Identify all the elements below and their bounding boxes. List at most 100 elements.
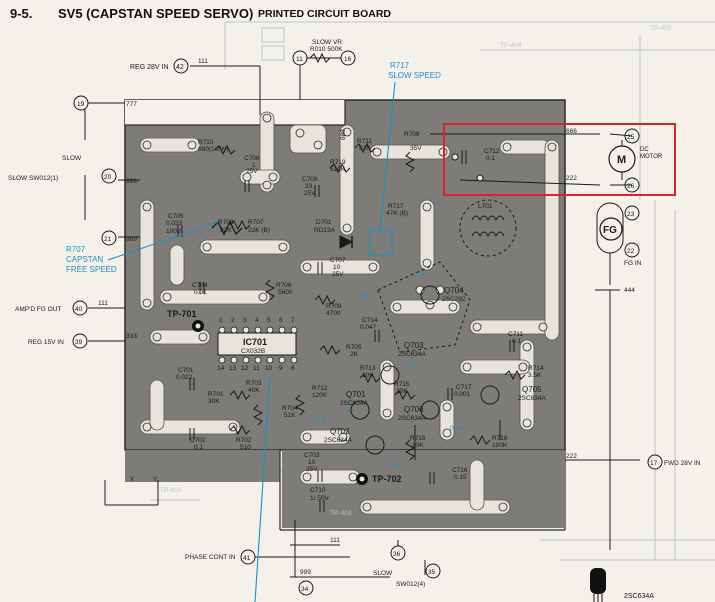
label-ic701b: CX032B <box>241 348 265 355</box>
label-v15: 15 <box>360 293 368 300</box>
label-w444: 444 <box>624 287 635 294</box>
label-q703b: 2SC634A <box>398 351 426 358</box>
label-q702b: 2SC634A <box>324 437 352 444</box>
label-c714a: C714 <box>362 317 378 324</box>
label-n20: 20 <box>104 174 112 181</box>
label-c712b: 0.1 <box>486 155 495 162</box>
label-d701b: RD13A <box>314 227 336 234</box>
label-c705a: C705 <box>168 213 184 220</box>
label-q705b: 2SC634A <box>518 395 546 402</box>
label-r709a: R709 <box>326 303 342 310</box>
label-motor-m: M <box>617 154 626 166</box>
page-subtitle: PRINTED CIRCUIT BOARD <box>258 8 391 20</box>
label-r711a: R711 <box>357 138 372 145</box>
dc-motor-symbol <box>608 133 636 186</box>
label-n39: 39 <box>75 339 83 346</box>
ic701-chip <box>217 326 298 364</box>
label-tp701: TP-701 <box>167 309 197 319</box>
label-r701b: 30K <box>208 398 220 405</box>
label-n42: 42 <box>176 64 184 71</box>
label-w888a: 888 <box>126 178 137 185</box>
fg-sensor-symbol <box>596 202 624 254</box>
label-r716b: 100K <box>492 442 508 449</box>
label-r712a: R712 <box>312 385 328 392</box>
label-c716b: 0.15 <box>454 474 467 481</box>
label-r713a: R713 <box>360 365 376 372</box>
label-q702a: Q702 <box>330 427 350 436</box>
label-c712a: C712 <box>484 148 500 155</box>
transistor-package-icon <box>590 568 606 602</box>
label-r706a: R706 <box>276 282 292 289</box>
label-w111a: 111 <box>198 58 208 65</box>
label-r705a: R705 <box>346 344 362 351</box>
label-c704a: C704 <box>192 282 208 289</box>
label-v063: 0.63 <box>450 425 463 432</box>
label-c704b: 0.01 <box>194 289 207 296</box>
section-number: 9-5. <box>10 6 33 21</box>
label-q706b: 2SC634A <box>398 415 426 422</box>
label-p4: 4 <box>255 317 259 324</box>
label-r711b: 51K <box>359 145 371 152</box>
label-r704b: 51K <box>284 412 296 419</box>
label-slow2: SLOW <box>373 570 393 577</box>
label-p5: 5 <box>267 317 271 324</box>
label-r713b: 10K <box>362 372 374 379</box>
label-r710a: R710 <box>198 139 214 146</box>
label-c703b: 10 <box>308 459 316 466</box>
label-c707c: 25V <box>332 271 344 278</box>
label-r719b: 510K <box>330 166 346 173</box>
label-q703a: Q703 <box>404 341 424 350</box>
label-c706c: 25V <box>246 168 258 175</box>
label-q701a: Q701 <box>346 390 366 399</box>
label-w888b: 888 <box>340 129 347 140</box>
label-reg15: REG 15V IN <box>28 339 64 346</box>
label-q704b: 2SC292 <box>442 296 466 303</box>
label-bg-tp402: TP-402 <box>650 25 672 32</box>
label-bg-tp410: TP-410 <box>160 487 182 494</box>
label-c701b: 0.022 <box>176 374 193 381</box>
label-slowvr1: SLOW VR <box>312 39 342 46</box>
label-r706b: 5600 <box>278 289 293 296</box>
label-r702b: 510 <box>240 444 251 451</box>
label-w333: 333 <box>126 333 137 340</box>
label-r707c: FREE SPEED <box>66 265 117 274</box>
label-r718b: 10K <box>412 442 424 449</box>
label-n16: 16 <box>344 56 352 63</box>
label-bg-tp404: TP-404 <box>500 42 522 49</box>
label-r704a: R704 <box>282 405 298 412</box>
label-r707a: R707 <box>66 245 86 254</box>
label-r703a: R703 <box>246 380 262 387</box>
label-n19: 19 <box>77 101 85 108</box>
label-slowsw1: SLOW SW012(1) <box>8 175 58 182</box>
label-n26: 26 <box>627 183 635 190</box>
label-p8: 8 <box>291 365 295 372</box>
motor-highlight-box <box>443 123 676 196</box>
label-c708a: C708 <box>302 176 318 183</box>
label-p9: 9 <box>279 365 283 372</box>
label-y: Y <box>153 476 158 483</box>
label-n17: 17 <box>650 460 658 467</box>
label-bg-tp403: TP-403 <box>330 510 352 517</box>
label-c703a: C703 <box>304 452 320 459</box>
label-r702a: R702 <box>236 437 252 444</box>
label-p7: 7 <box>291 317 295 324</box>
component-symbols <box>177 142 526 512</box>
page-title: SV5 (CAPSTAN SPEED SERVO) <box>58 6 254 21</box>
label-r709b: 4700 <box>326 310 341 317</box>
label-l701: L701 <box>478 203 493 210</box>
label-c705c: 100V <box>166 228 182 235</box>
solder-pads <box>142 113 557 512</box>
label-p13: 13 <box>229 365 237 372</box>
blue-annotation-lines <box>107 81 396 602</box>
label-v48: 4.8 <box>390 462 399 469</box>
label-r718a: R718 <box>410 435 426 442</box>
label-q704a: Q704 <box>444 286 464 295</box>
label-c706b: 1 <box>252 162 256 169</box>
label-p12: 12 <box>241 365 249 372</box>
label-r719a: R719 <box>330 159 346 166</box>
label-c711b: 0.1 <box>512 338 521 345</box>
label-c710a: C710 <box>310 487 326 494</box>
label-c702b: 0.1 <box>194 444 203 451</box>
